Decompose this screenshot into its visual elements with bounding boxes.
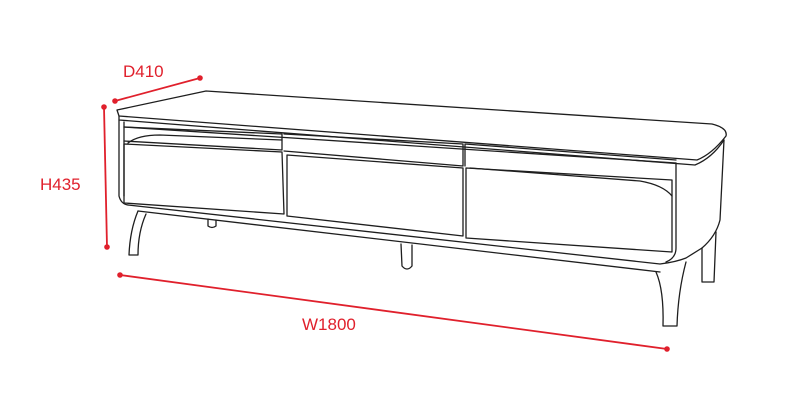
depth-endpoint-right [197,75,203,81]
cabinet-right-side [665,162,677,263]
leg-front-left [128,210,147,256]
depth-endpoint-left [112,98,118,104]
width-endpoint-left [117,272,123,278]
handle-curve-left [127,134,283,144]
cabinet-left-side [118,119,129,206]
upper-drawer-right [464,143,677,167]
height-dimension-line [103,106,108,248]
drawer-left [123,143,285,215]
leg-inner-foot [207,218,217,229]
cabinet-right-back-side [701,139,725,249]
cabinet-top-edge [118,115,725,166]
leg-back-middle [400,243,413,270]
height-label: H435 [40,175,81,194]
drawer-right [465,167,673,253]
upper-drawer-middle [283,133,464,167]
tv-cabinet-drawing [116,90,727,327]
depth-label: D410 [123,62,164,81]
drawer-middle [286,154,464,237]
width-label: W1800 [302,315,356,334]
upper-drawer-left [123,126,283,151]
handle-curve-right [469,167,673,197]
leg-front-right [655,261,687,327]
depth-dimension-line [114,77,201,102]
width-dimension-line [119,274,668,350]
cabinet-base-lower [137,210,661,273]
cabinet-top-panel [116,90,727,161]
height-endpoint-bottom [104,244,110,250]
width-endpoint-right [664,346,670,352]
upper-compartment-line [123,126,677,164]
leg-back-right [701,231,717,283]
dimension-lines [101,75,670,352]
cabinet-bottom-rail [127,204,703,265]
height-endpoint-top [101,104,107,110]
